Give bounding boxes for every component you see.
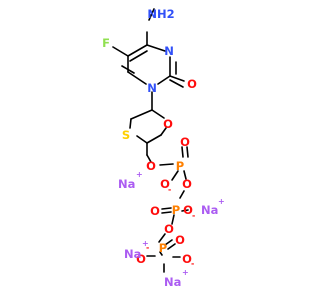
gamma-oxo-oxygen-label: O [175,233,185,247]
gamma-oxide-right-charge: - [191,259,194,268]
bond-lines [112,8,189,273]
sodium-ion-1-charge: + [136,170,143,179]
carbonyl-oxygen-label: O [187,77,197,91]
sodium-ion-3-charge: + [142,239,149,248]
ester-oxygen-label: O [146,159,156,173]
sodium-ion-4-charge: + [182,268,189,277]
phosphorus-alpha-label: P [176,159,184,173]
sodium-ion-4-label: Na [164,275,181,289]
beta-oxide-oxygen-label: O [183,203,193,217]
gamma-oxide-left-charge: - [146,243,149,252]
fluorine-label: F [102,36,110,50]
ring-nitrogen-top-label: N [164,44,174,58]
bridge-oxygen-1-label: O [182,177,192,191]
gamma-oxide-left-label: O [136,252,146,266]
alpha-oxide-charge: - [168,185,171,194]
amino-group-label: NH2 [147,7,174,21]
bridge-oxygen-2-label: O [164,222,174,236]
structure-drawing: NH2 N N O F O S O P O O - O P O O - O P … [102,7,225,289]
sodium-ion-1-label: Na [118,177,135,191]
sodium-ion-2-label: Na [201,203,218,217]
ring-oxygen-label: O [163,117,173,131]
gamma-oxide-right-label: O [182,252,192,266]
molecule-canvas: NH2 N N O F O S O P O O - O P O O - O P … [102,7,225,289]
alpha-oxo-oxygen-label: O [180,135,190,149]
beta-oxo-oxygen-label: O [150,204,160,218]
beta-oxide-charge: - [192,211,195,220]
phosphorus-beta-label: P [172,203,180,217]
phosphorus-gamma-label: P [159,241,167,255]
sodium-ion-2-charge: + [218,197,225,206]
sulfur-label: S [122,128,130,142]
sodium-ion-3-label: Na [124,247,141,261]
alpha-oxide-oxygen-label: O [160,177,170,191]
ring-nitrogen-bottom-label: N [147,81,157,95]
